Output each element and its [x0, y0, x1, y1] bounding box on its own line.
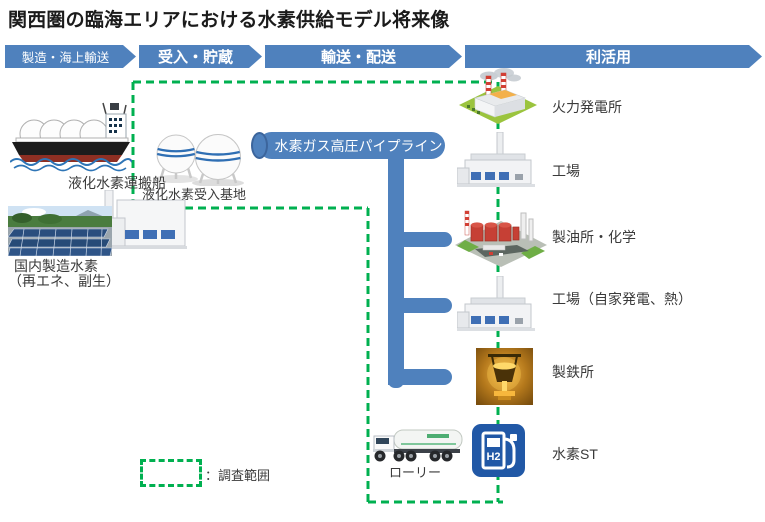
- thermal-power-plant-icon: [459, 68, 537, 126]
- stage-arrow-receive-storage: 受入・貯蔵: [139, 45, 262, 68]
- legend-dashed-box: [140, 459, 202, 487]
- utilization-label-refinery-chemical: 製油所・化学: [552, 229, 636, 245]
- pipeline-banner-cap: [251, 132, 268, 159]
- hydrogen-carrier-ship-icon: [10, 98, 132, 173]
- pipeline-vertical-main: [388, 156, 404, 388]
- utilization-label-hydrogen-station: 水素ST: [552, 446, 598, 462]
- legend-label: ：調査範囲: [205, 468, 271, 483]
- domestic-hydrogen-label-line2: （再エネ、副生）: [8, 273, 120, 289]
- utilization-label-factory-self-generation: 工場（自家発電、熱）: [552, 291, 692, 307]
- utilization-label-factory: 工場: [552, 163, 580, 179]
- receiving-terminal-tanks-icon: [148, 126, 252, 186]
- refinery-chemical-icon: [455, 203, 547, 267]
- factory-self-generation-icon: [457, 276, 539, 334]
- stage-arrow-utilization: 利活用: [465, 45, 762, 68]
- stage-arrow-transport-delivery: 輸送・配送: [265, 45, 462, 68]
- pipeline-branch-factory2: [388, 298, 452, 313]
- utilization-label-steelworks: 製鉄所: [552, 364, 594, 380]
- ship-label: 液化水素運搬船: [68, 175, 166, 191]
- h2-glyph: H2: [486, 451, 501, 463]
- pipeline-branch-refinery: [388, 232, 452, 247]
- steelworks-icon: [476, 348, 533, 405]
- page-title: 関西圏の臨海エリアにおける水素供給モデル将来像: [8, 10, 450, 31]
- solar-panels-photo: [8, 206, 112, 256]
- pipeline-banner: 水素ガス高圧パイプライン: [258, 132, 445, 159]
- tanker-truck-icon: [371, 427, 464, 464]
- pipeline-branch-steelworks: [388, 369, 452, 385]
- hydrogen-station-icon: H2: [472, 424, 525, 477]
- utilization-label-thermal-power: 火力発電所: [552, 99, 622, 115]
- receiving-terminal-label: 液化水素受入基地: [142, 187, 247, 202]
- domestic-hydrogen-label-line1: 国内製造水素: [14, 258, 98, 274]
- truck-label: ローリー: [389, 465, 442, 480]
- stage-arrow-manufacture-transport: 製造・海上輸送: [5, 45, 136, 68]
- factory-icon: [457, 132, 539, 190]
